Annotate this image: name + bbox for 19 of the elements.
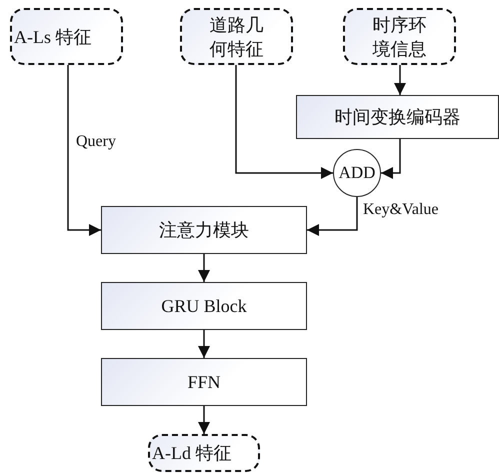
arrow: [198, 406, 210, 434]
module-box: FFN: [101, 358, 307, 406]
arrow: [198, 330, 210, 358]
add-circle: ADD: [333, 149, 381, 197]
edge-label: Key&Value: [362, 201, 440, 219]
module-box: 注意力模块: [101, 206, 307, 254]
feature-box: A-Ld 特征: [148, 434, 260, 472]
arrow: [67, 65, 101, 236]
feature-box: A-Ls 特征: [10, 8, 123, 65]
edge-label: Query: [75, 133, 117, 151]
arrow: [381, 139, 401, 179]
arrow: [198, 254, 210, 282]
encoder-box: 时间变换编码器: [296, 95, 499, 139]
arrow: [394, 65, 406, 95]
arrow: [307, 197, 358, 236]
arrow: [235, 65, 333, 179]
feature-box: 时序环境信息: [343, 8, 456, 65]
module-box: GRU Block: [101, 282, 307, 330]
feature-box: 道路几何特征: [180, 8, 293, 65]
